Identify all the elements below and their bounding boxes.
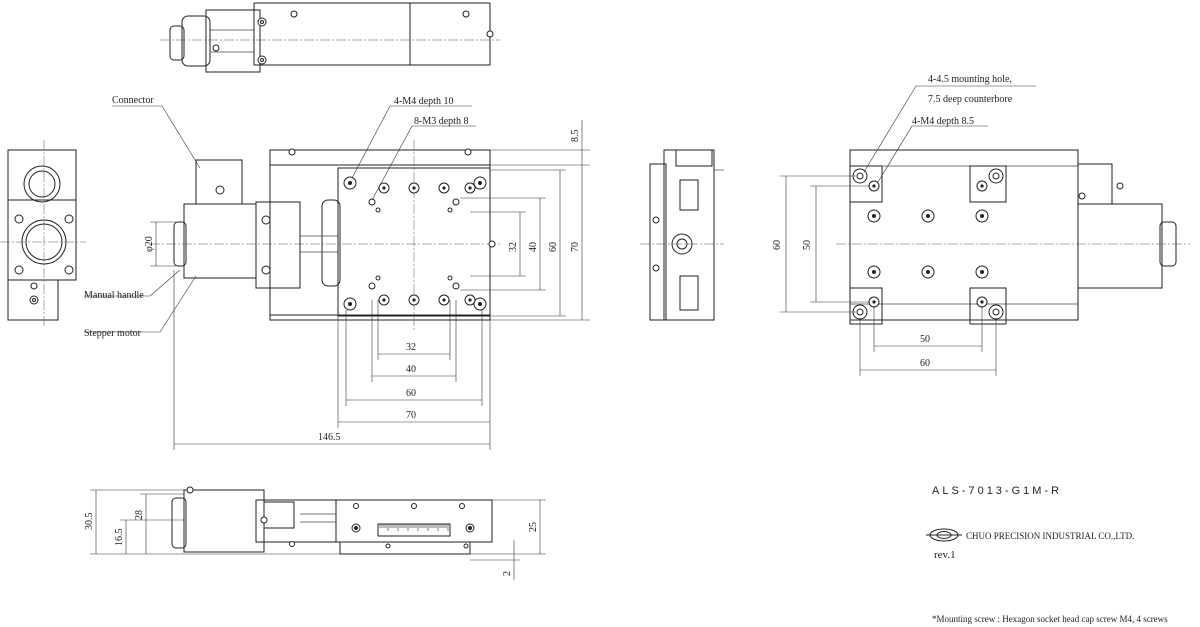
- main-plan-view: [150, 140, 500, 332]
- mounting-view: [780, 85, 1190, 376]
- dim-right-h50: 50: [920, 334, 930, 345]
- dim-v60: 60: [548, 242, 559, 252]
- company-name: CHUO PRECISION INDUSTRIAL CO.,LTD.: [966, 531, 1134, 541]
- main-plan-dimensions: [84, 105, 590, 450]
- dim-v32: 32: [508, 242, 519, 252]
- footnote: *Mounting screw : Hexagon socket head ca…: [932, 614, 1168, 624]
- left-end-view: [0, 140, 86, 326]
- mounting-hole-label-line1: 4-4.5 mounting hole,: [928, 74, 1012, 85]
- side-view: [90, 486, 546, 580]
- dim-right-v60: 60: [772, 240, 783, 250]
- scale-ticks: [377, 524, 451, 531]
- m4-depth10-label: 4-M4 depth 10: [394, 96, 453, 107]
- m4-holes: [343, 176, 487, 311]
- dim-h60: 60: [406, 388, 416, 399]
- top-view: [160, 2, 500, 73]
- part-number: ALS-7013-G1M-R: [932, 485, 1062, 497]
- dim-side-16-5: 16.5: [114, 529, 125, 547]
- dim-h40: 40: [406, 364, 416, 375]
- manual-handle-label: Manual handle: [84, 290, 144, 301]
- dim-right-v50: 50: [802, 240, 813, 250]
- revision: rev.1: [934, 549, 956, 561]
- m4-depth-holes: [868, 180, 988, 308]
- dim-side-2: 2: [502, 571, 513, 576]
- m3-holes: [378, 182, 476, 306]
- m4-depth8-5-label: 4-M4 depth 8.5: [912, 116, 974, 127]
- dim-side-30-5: 30.5: [84, 513, 95, 531]
- dim-h32: 32: [406, 342, 416, 353]
- dim-right-h60: 60: [920, 358, 930, 369]
- mounting-hole-label-line2: 7.5 deep counterbore: [928, 94, 1013, 105]
- right-end-view: [640, 149, 724, 321]
- dim-h70: 70: [406, 410, 416, 421]
- stepper-motor-label: Stepper motor: [84, 328, 142, 339]
- dim-side-25: 25: [528, 522, 539, 532]
- dim-8-5: 8.5: [570, 130, 581, 143]
- dim-v40: 40: [528, 242, 539, 252]
- connector-label: Connector: [112, 95, 154, 106]
- dim-h146-5: 146.5: [318, 432, 341, 443]
- dim-phi20: φ20: [144, 236, 155, 252]
- mounting-holes: [852, 168, 1004, 320]
- dim-v70: 70: [570, 242, 581, 252]
- dim-side-28: 28: [134, 510, 145, 520]
- m3-depth8-label: 8-M3 depth 8: [414, 116, 468, 127]
- company-logo: [926, 528, 962, 542]
